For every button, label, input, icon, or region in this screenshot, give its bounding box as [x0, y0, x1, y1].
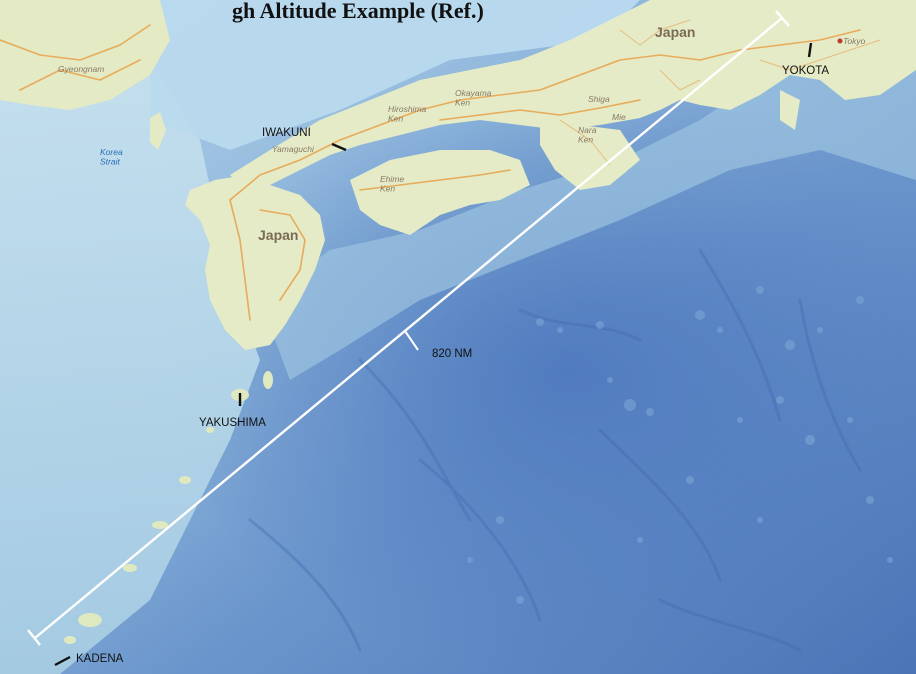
label-shiga: Shiga	[588, 94, 610, 104]
label-yokota: YOKOTA	[782, 65, 829, 77]
marker-kadena	[54, 655, 71, 667]
tsushima-island	[150, 112, 166, 150]
label-iwakuni: IWAKUNI	[262, 127, 311, 139]
label-gyeongnam: Gyeongnam	[58, 64, 104, 74]
korea-land	[0, 0, 170, 110]
map-title: gh Altitude Example (Ref.)	[232, 0, 484, 23]
label-yakushima: YAKUSHIMA	[199, 417, 266, 429]
seafloor-ridges	[248, 248, 862, 652]
label-mie: Mie	[612, 112, 626, 122]
label-route-distance: 820 NM	[432, 348, 472, 360]
seamounts	[467, 286, 893, 604]
label-kadena: KADENA	[76, 653, 124, 665]
shikoku-land	[350, 150, 530, 235]
label-japan-main: Japan	[655, 24, 695, 40]
pacific-shelf	[260, 60, 916, 380]
ryukyu-islands	[64, 371, 273, 644]
marker-iwakuni	[331, 142, 347, 152]
label-tokyo: Tokyo	[843, 36, 866, 46]
sea-of-japan	[150, 0, 640, 150]
izu-peninsula	[780, 90, 800, 130]
route-tick-southwest	[27, 629, 41, 646]
label-japan-kyushu: Japan	[258, 227, 298, 243]
tokyo-city-dot	[837, 38, 843, 44]
route-line	[27, 10, 790, 646]
kii-peninsula	[540, 120, 640, 190]
route-midpoint-leader	[404, 330, 419, 351]
honshu-land	[230, 0, 916, 190]
road-network	[0, 19, 881, 321]
route-tick-northeast	[775, 10, 790, 27]
kyushu-land	[185, 175, 325, 350]
marker-yokota	[807, 42, 813, 58]
label-yamaguchi: Yamaguchi	[272, 144, 315, 154]
